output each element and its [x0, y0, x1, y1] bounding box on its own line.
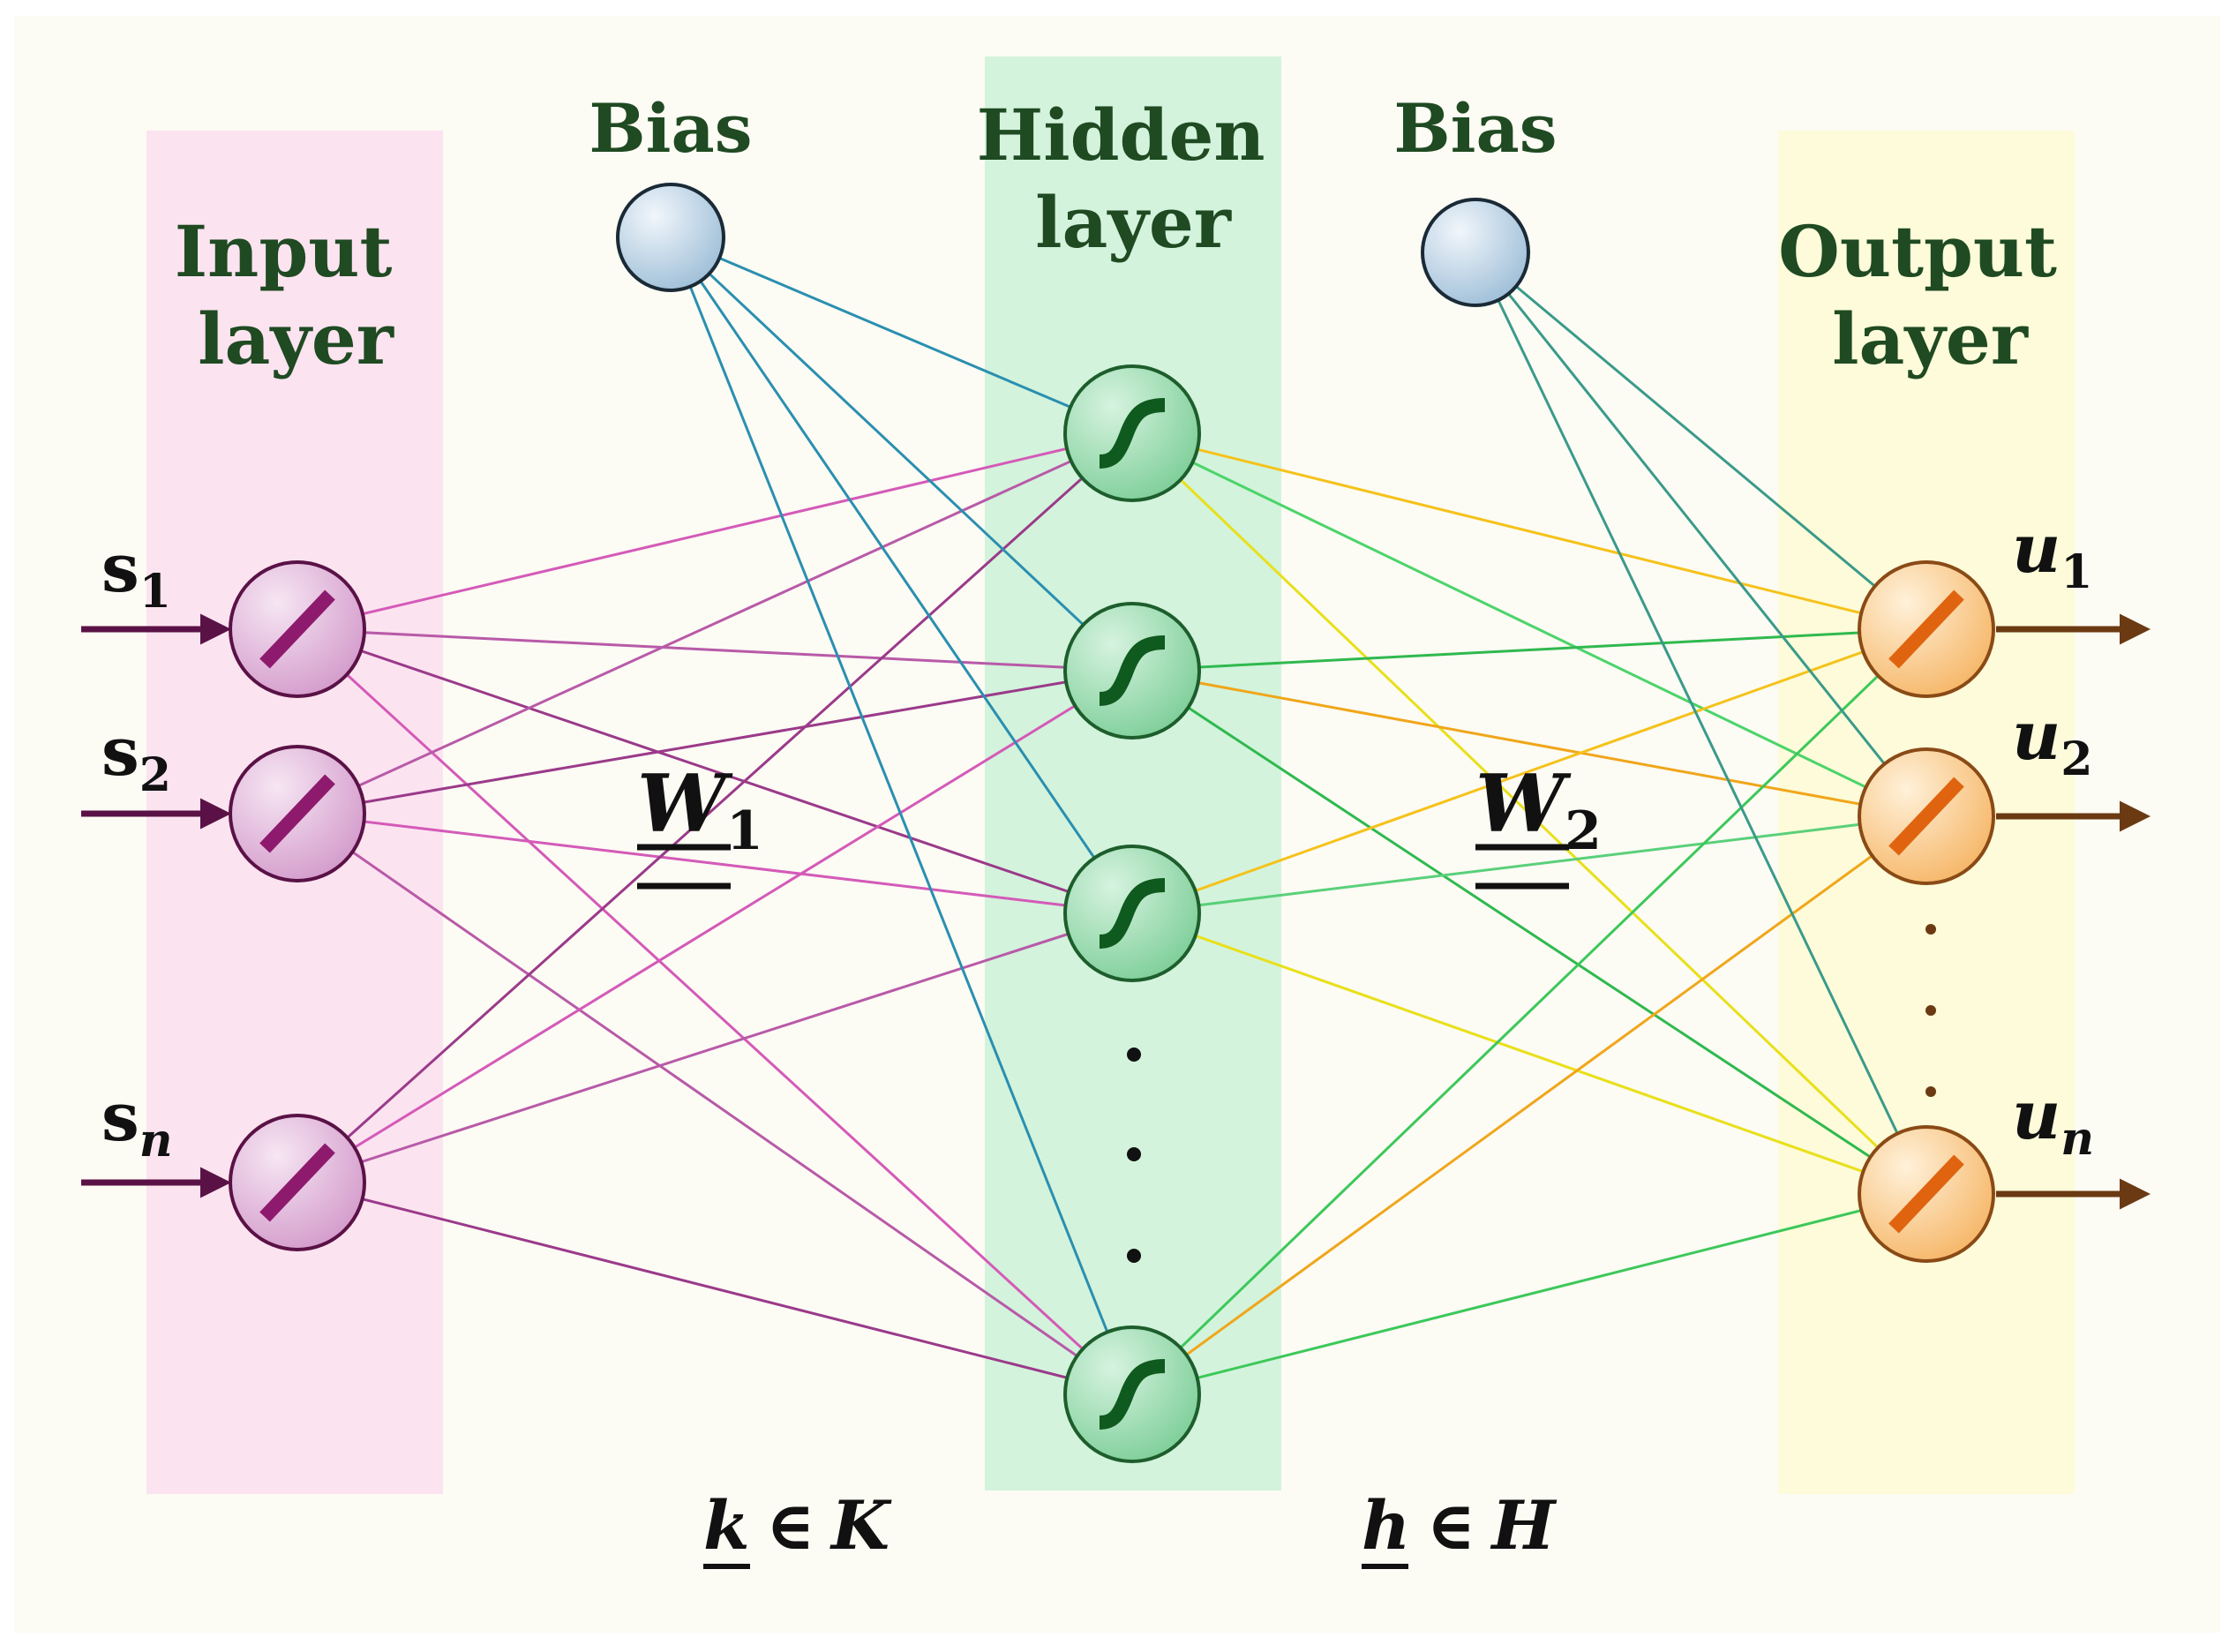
bias-hidden-connection [669, 236, 1134, 672]
bias-output-connection [1475, 251, 1927, 631]
input-arrows [81, 613, 231, 1198]
svg-text:h∈H: h∈H [1362, 1486, 1558, 1565]
output-layer-label: Output layer [1778, 210, 2082, 380]
input-hidden-connection [297, 627, 1133, 915]
output-arrows [1996, 613, 2151, 1210]
hidden-output-connection [1131, 432, 1927, 631]
input-hidden-connection [297, 669, 1133, 815]
svg-text:W1: W1 [637, 757, 763, 862]
hidden-output-connection [1131, 627, 1927, 915]
input-node-n [229, 1114, 366, 1251]
hidden-node-3 [1063, 845, 1201, 982]
index-set-k: k∈K [703, 1486, 892, 1569]
weight-label-w1: W1 [637, 757, 763, 890]
output-label-1: u1 [2012, 509, 2092, 599]
index-set-h: h∈H [1362, 1486, 1558, 1569]
hidden-output-connection [1131, 669, 1927, 818]
hidden-output-connection [1131, 815, 1927, 1396]
input-hidden-connection [297, 432, 1133, 815]
input-hidden-connection [297, 432, 1133, 631]
input-hidden-connection [297, 912, 1133, 1184]
output-node-1 [1858, 560, 1995, 698]
hidden-output-connection [1131, 669, 1927, 1196]
linear-activation-icon [259, 1143, 335, 1222]
input-label-n: sn [101, 1078, 173, 1168]
weight-label-w2: W2 [1475, 757, 1602, 890]
input-hidden-connection [297, 669, 1133, 1184]
hidden-node-n [1063, 1325, 1201, 1463]
hidden-output-connection [1130, 627, 1928, 1396]
input-hidden-connection [297, 812, 1133, 1396]
hidden-output-connection [1131, 912, 1927, 1196]
bias-output-connection [1474, 252, 1928, 1195]
output-node-n [1858, 1125, 1995, 1263]
output-label-2: u2 [2012, 696, 2092, 786]
hidden-layer-label: Hidden layer [977, 94, 1290, 264]
linear-activation-icon [1888, 1154, 1964, 1234]
bias-hidden-connection [670, 236, 1133, 435]
input-hidden-connection [297, 1181, 1133, 1396]
input-node-1 [229, 560, 366, 698]
bias-hidden-connection [669, 237, 1134, 914]
hidden-output-connection [1131, 1192, 1927, 1396]
hidden-output-connection [1131, 627, 1927, 672]
input-hidden-connection [296, 627, 1134, 1396]
bias-output-connection [1474, 252, 1928, 817]
output-ellipsis [1925, 924, 1936, 1097]
hidden-ellipsis [1127, 1048, 1141, 1263]
hidden-node-1 [1063, 364, 1201, 502]
sigmoid-activation-icon [1099, 1359, 1166, 1430]
output-node-2 [1858, 747, 1995, 885]
bias-node-1 [616, 183, 725, 292]
input-node-2 [229, 745, 366, 882]
linear-activation-icon [1888, 777, 1964, 856]
bias-label-2: Bias [1393, 89, 1557, 168]
hidden-output-connection [1131, 432, 1927, 818]
input-hidden-connection [297, 812, 1133, 915]
bias-node-2 [1421, 198, 1530, 307]
sigmoid-activation-icon [1099, 878, 1166, 949]
sigmoid-activation-icon [1099, 635, 1166, 706]
hidden-node-2 [1063, 602, 1201, 740]
linear-activation-icon [259, 774, 335, 853]
svg-text:k∈K: k∈K [703, 1486, 892, 1565]
input-hidden-connection [297, 627, 1133, 672]
svg-text:W2: W2 [1475, 757, 1602, 862]
sigmoid-activation-icon [1099, 398, 1166, 469]
input-layer-label: Input layer [175, 210, 417, 380]
bias-label-1: Bias [589, 89, 752, 168]
input-label-1: s1 [101, 529, 171, 619]
bias-hidden-connection [669, 237, 1134, 1395]
output-label-n: un [2012, 1076, 2094, 1166]
linear-activation-icon [1888, 589, 1964, 669]
linear-activation-icon [259, 589, 335, 669]
input-hidden-connection [296, 432, 1134, 1184]
hidden-layer-band [985, 56, 1281, 1491]
connection-lines [296, 236, 1928, 1396]
input-label-2: s2 [101, 712, 171, 802]
hidden-output-connection [1131, 815, 1927, 915]
hidden-output-connection [1130, 432, 1928, 1196]
